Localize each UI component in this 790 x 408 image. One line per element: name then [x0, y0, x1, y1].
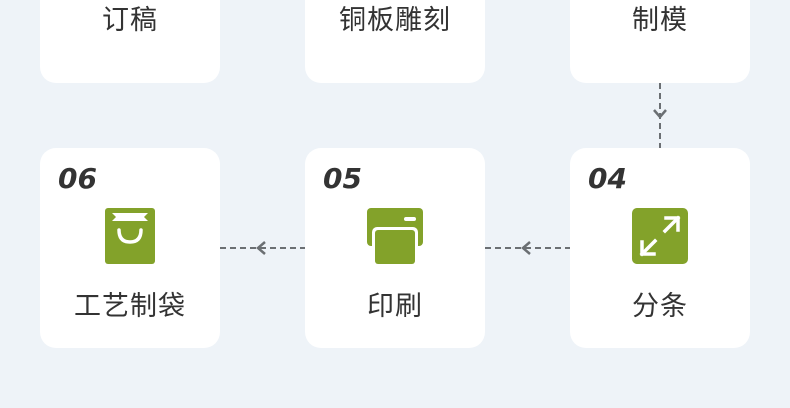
- shopping-bag-icon: [105, 208, 155, 264]
- step-label: 制模: [632, 5, 688, 36]
- step-card-bag-making: 06 工艺制袋: [40, 148, 220, 348]
- step-card-copper-engraving: 铜板雕刻: [305, 0, 485, 83]
- arrow-left-connector: [485, 241, 570, 255]
- printer-icon: [367, 208, 423, 264]
- expand-arrows-icon: [632, 208, 688, 264]
- step-number: 04: [588, 162, 627, 195]
- step-card-mold-making: 制模: [570, 0, 750, 83]
- step-label: 分条: [632, 291, 688, 322]
- arrow-down-connector: [653, 83, 667, 148]
- step-card-slitting: 04 分条: [570, 148, 750, 348]
- step-number: 06: [58, 162, 97, 195]
- step-label: 铜板雕刻: [339, 5, 451, 36]
- step-number: 05: [323, 162, 362, 195]
- step-label: 工艺制袋: [74, 291, 186, 322]
- step-label: 订稿: [102, 5, 158, 36]
- step-label: 印刷: [367, 291, 423, 322]
- arrow-left-connector: [220, 241, 305, 255]
- step-card-order-draft: 订稿: [40, 0, 220, 83]
- step-card-printing: 05 印刷: [305, 148, 485, 348]
